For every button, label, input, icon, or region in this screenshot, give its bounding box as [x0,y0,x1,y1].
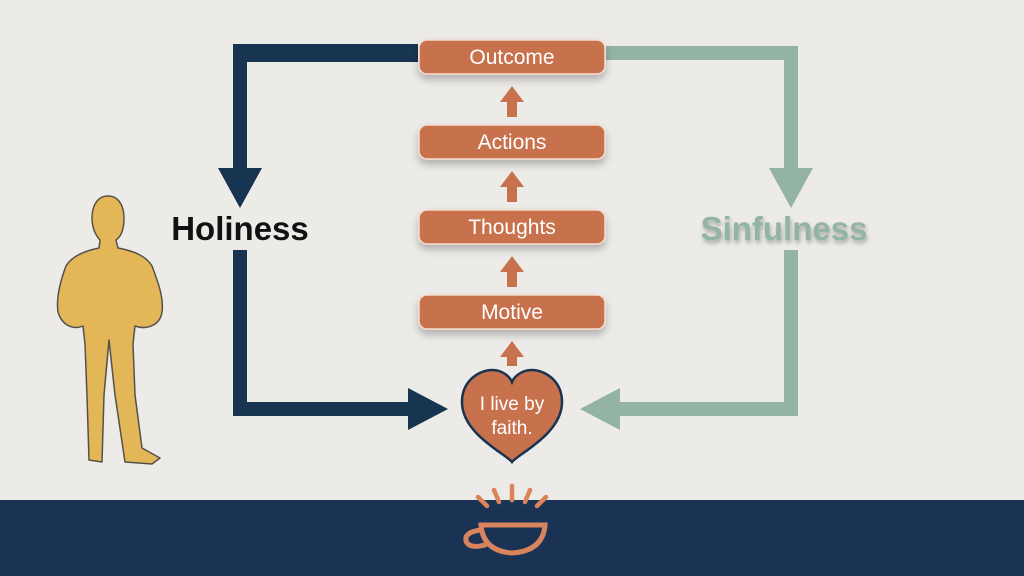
flow-box-motive [418,294,606,330]
flow-arrow-up [500,341,524,366]
flow-box-thoughts [418,209,606,245]
flow-label-outcome: Outcome [469,46,554,69]
flow-box-outcome [418,39,606,75]
flow-label-actions: Actions [478,131,547,154]
person-silhouette-icon [56,195,164,465]
flow-label-thoughts: Thoughts [468,216,556,239]
sinfulness-label: Sinfulness [701,210,868,247]
flow-arrow-up [500,86,524,117]
flow-label-motive: Motive [481,301,543,324]
holiness-path [218,44,448,430]
flow-box-actions [418,124,606,160]
heart-line-1: I live by [480,394,545,415]
footer-band [0,500,1024,576]
flow-arrow-up [500,256,524,287]
holiness-label: Holiness [171,210,309,247]
flow-arrow-up [500,171,524,202]
heart-line-2: faith. [491,418,532,439]
sinfulness-path [580,46,813,430]
coffee-cup-icon [448,444,576,556]
heart-icon: I live by faith. [460,368,564,465]
